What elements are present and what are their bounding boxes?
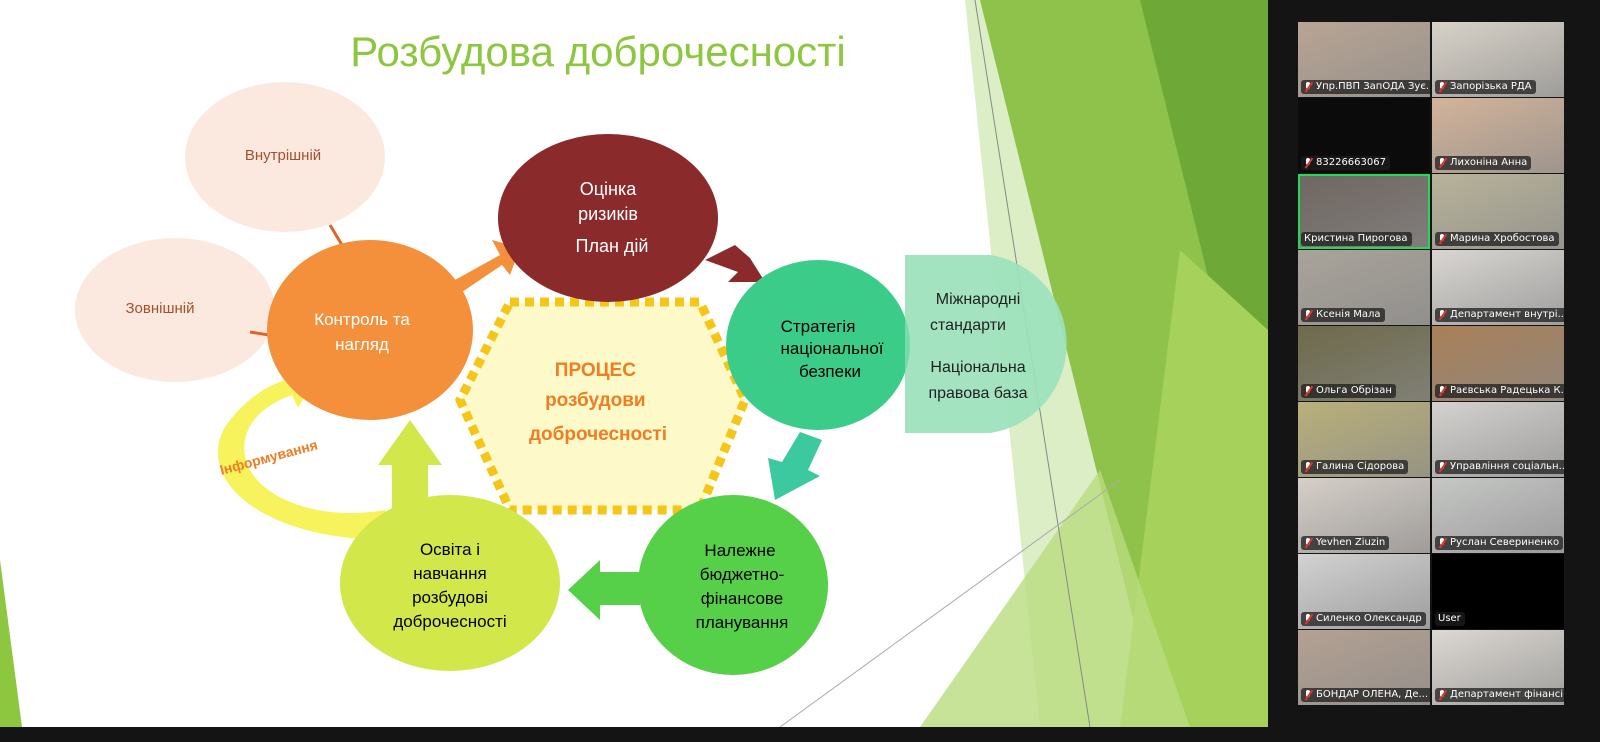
participant-tile[interactable]: Yevhen Ziuzin (1298, 478, 1430, 553)
muted-mic-icon (1438, 82, 1447, 92)
participant-name: Управління соціальн... (1450, 461, 1564, 472)
participant-tile[interactable]: Департамент фінансі... (1432, 630, 1564, 705)
center-text: ПРОЦЕС розбудови доброчесності (529, 360, 667, 445)
participant-name-label: Раєвська Радецька К... (1435, 384, 1564, 398)
participant-name: 83226663067 (1316, 157, 1386, 168)
participant-name-label: Департамент фінансі... (1435, 688, 1564, 702)
risk-node (498, 134, 718, 302)
shared-slide: Розбудова доброчесності Внутрішній Зовні… (0, 0, 1268, 727)
participant-name-label: Силенко Олександр (1301, 612, 1426, 626)
participant-tile[interactable]: Галина Сідорова (1298, 402, 1430, 477)
participant-name-label: Кристина Пирогова (1301, 232, 1412, 246)
participant-name: Силенко Олександр (1316, 613, 1422, 624)
participant-tile[interactable]: Раєвська Радецька К... (1432, 326, 1564, 401)
svg-text:Зовнішній: Зовнішній (125, 300, 194, 317)
education-node (340, 495, 560, 671)
decor-triangle (920, 470, 1190, 727)
participant-name-label: Ольга Обрізан (1301, 384, 1396, 398)
muted-mic-icon (1304, 82, 1313, 92)
participant-name-label: Управління соціальн... (1435, 460, 1564, 474)
external-node (75, 238, 275, 382)
participant-name-label: User (1435, 612, 1465, 626)
control-node (267, 240, 473, 420)
internal-node (185, 82, 385, 232)
svg-text:Внутрішній: Внутрішній (245, 147, 321, 164)
muted-mic-icon (1304, 690, 1313, 700)
participant-name: Кристина Пирогова (1304, 233, 1408, 244)
participant-name-label: Запорізька РДА (1435, 80, 1536, 94)
participant-name: БОНДАР ОЛЕНА, Де... (1316, 689, 1429, 700)
participant-name: Упр.ПВП ЗапОДА Зує... (1316, 81, 1430, 92)
participant-tile[interactable]: Кристина Пирогова (1298, 174, 1430, 249)
participant-tile[interactable]: Руслан Севериненко (1432, 478, 1564, 553)
muted-mic-icon (1438, 462, 1447, 472)
participant-name-label: Ксенія Мала (1301, 308, 1385, 322)
muted-mic-icon (1304, 614, 1313, 624)
participant-name: Ксенія Мала (1316, 309, 1381, 320)
participant-name-label: 83226663067 (1301, 156, 1390, 170)
participant-name-label: Лихоніна Анна (1435, 156, 1532, 170)
muted-mic-icon (1304, 310, 1313, 320)
participant-name-label: Руслан Севериненко (1435, 536, 1564, 550)
participant-name-label: БОНДАР ОЛЕНА, Де... (1301, 688, 1430, 702)
participant-tile[interactable]: Ольга Обрізан (1298, 326, 1430, 401)
participant-name: Лихоніна Анна (1450, 157, 1528, 168)
participant-name: Yevhen Ziuzin (1316, 537, 1386, 548)
participant-name-label: Упр.ПВП ЗапОДА Зує... (1301, 80, 1430, 94)
participant-name-label: Департамент внутрі... (1435, 308, 1564, 322)
participant-name: Ольга Обрізан (1316, 385, 1392, 396)
participant-tile[interactable]: Лихоніна Анна (1432, 98, 1564, 173)
muted-mic-icon (1438, 310, 1447, 320)
muted-mic-icon (1438, 386, 1447, 396)
participant-tile[interactable]: Управління соціальн... (1432, 402, 1564, 477)
participant-name-label: Галина Сідорова (1301, 460, 1409, 474)
participant-tile[interactable]: Запорізька РДА (1432, 22, 1564, 97)
participant-name-label: Марина Хробостова (1435, 232, 1559, 246)
muted-mic-icon (1304, 538, 1313, 548)
participant-name: Марина Хробостова (1450, 233, 1555, 244)
participant-name: Галина Сідорова (1316, 461, 1405, 472)
participant-name: Запорізька РДА (1450, 81, 1532, 92)
muted-mic-icon (1438, 690, 1447, 700)
participant-tile[interactable]: Упр.ПВП ЗапОДА Зує... (1298, 22, 1430, 97)
muted-mic-icon (1438, 234, 1447, 244)
informing-arrow (217, 365, 390, 540)
participant-name: Департамент фінансі... (1450, 689, 1564, 700)
budget-node (638, 495, 828, 675)
participant-name: Департамент внутрі... (1450, 309, 1564, 320)
participant-name-label: Yevhen Ziuzin (1301, 536, 1390, 550)
participant-tile[interactable]: Силенко Олександр (1298, 554, 1430, 629)
strategy-node (726, 260, 910, 430)
participant-tile[interactable]: User (1432, 554, 1564, 629)
muted-mic-icon (1438, 158, 1447, 168)
participant-name: Руслан Севериненко (1450, 537, 1560, 548)
bottom-bar (0, 727, 1268, 742)
muted-mic-icon (1304, 386, 1313, 396)
center-hexagon (455, 297, 750, 515)
participant-tile[interactable]: Ксенія Мала (1298, 250, 1430, 325)
participant-name: User (1438, 613, 1461, 624)
muted-mic-icon (1304, 158, 1313, 168)
muted-mic-icon (1304, 462, 1313, 472)
participant-tile[interactable]: Департамент внутрі... (1432, 250, 1564, 325)
participant-tile[interactable]: Марина Хробостова (1432, 174, 1564, 249)
participant-tile[interactable]: 83226663067 (1298, 98, 1430, 173)
participant-tile[interactable]: БОНДАР ОЛЕНА, Де... (1298, 630, 1430, 705)
slide-title: Розбудова доброчесності (350, 28, 845, 75)
decor-triangle (1120, 250, 1268, 727)
decor-triangle (0, 560, 22, 727)
gallery-panel: Упр.ПВП ЗапОДА Зує... Запорізька РДА 83226… (1268, 0, 1600, 742)
participant-name: Раєвська Радецька К... (1450, 385, 1564, 396)
muted-mic-icon (1438, 538, 1447, 548)
